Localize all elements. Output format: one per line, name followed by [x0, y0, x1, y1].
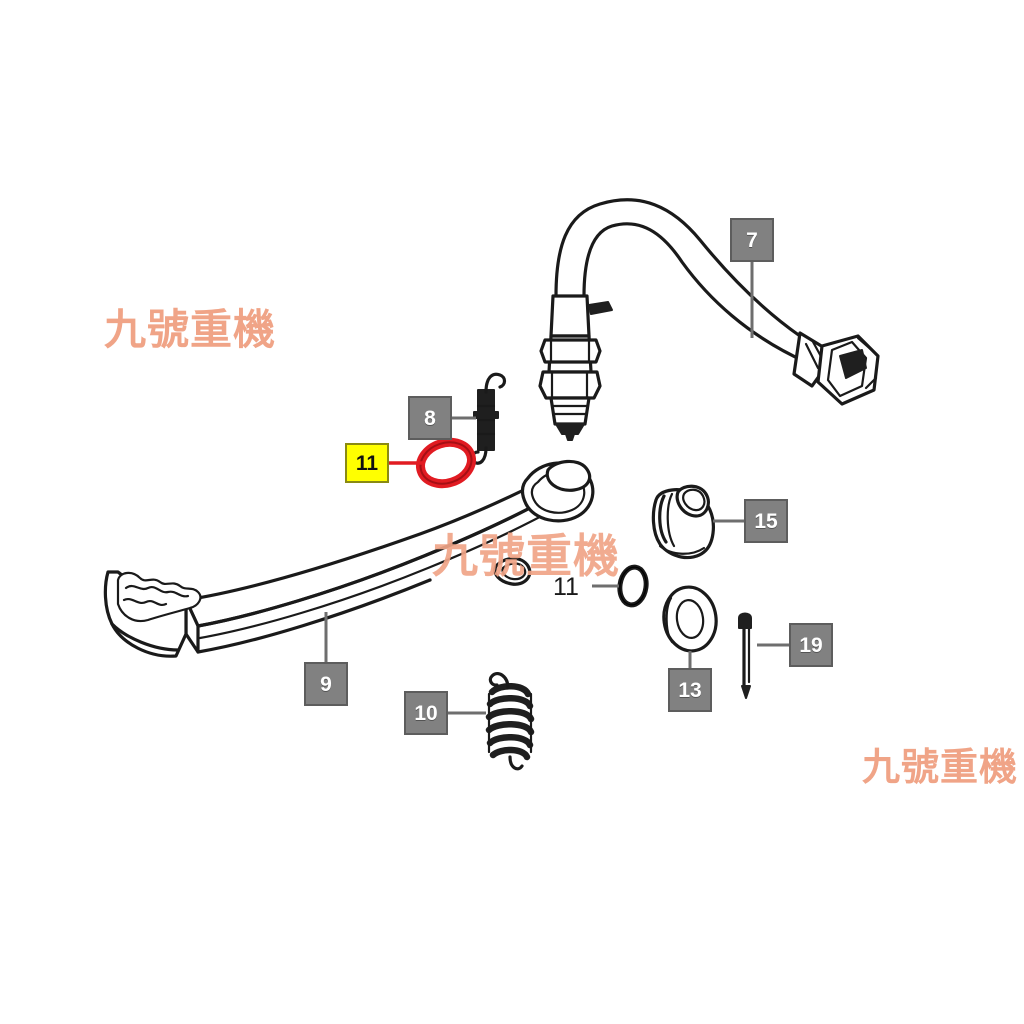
callout-11-highlighted[interactable]: 11 — [345, 443, 389, 483]
part-return-spring — [485, 672, 535, 771]
callout-8[interactable]: 8 — [408, 396, 452, 440]
label-11-plain: 11 — [553, 573, 579, 601]
part-o-ring-second — [617, 564, 649, 608]
part-spring-clip — [470, 372, 507, 465]
callout-15[interactable]: 15 — [744, 499, 788, 543]
part-cotter-pin — [738, 612, 752, 699]
callout-19[interactable]: 19 — [789, 623, 833, 667]
part-washer — [662, 585, 718, 653]
part-pivot-bushing — [651, 484, 715, 560]
part-oxygen-sensor — [538, 198, 880, 441]
callout-10[interactable]: 10 — [404, 691, 448, 735]
part-brake-pedal-lever — [103, 459, 595, 658]
callout-9[interactable]: 9 — [304, 662, 348, 706]
callout-13[interactable]: 13 — [668, 668, 712, 712]
callout-7[interactable]: 7 — [730, 218, 774, 262]
part-o-ring-highlighted — [416, 437, 476, 489]
leader-lines — [324, 262, 789, 715]
